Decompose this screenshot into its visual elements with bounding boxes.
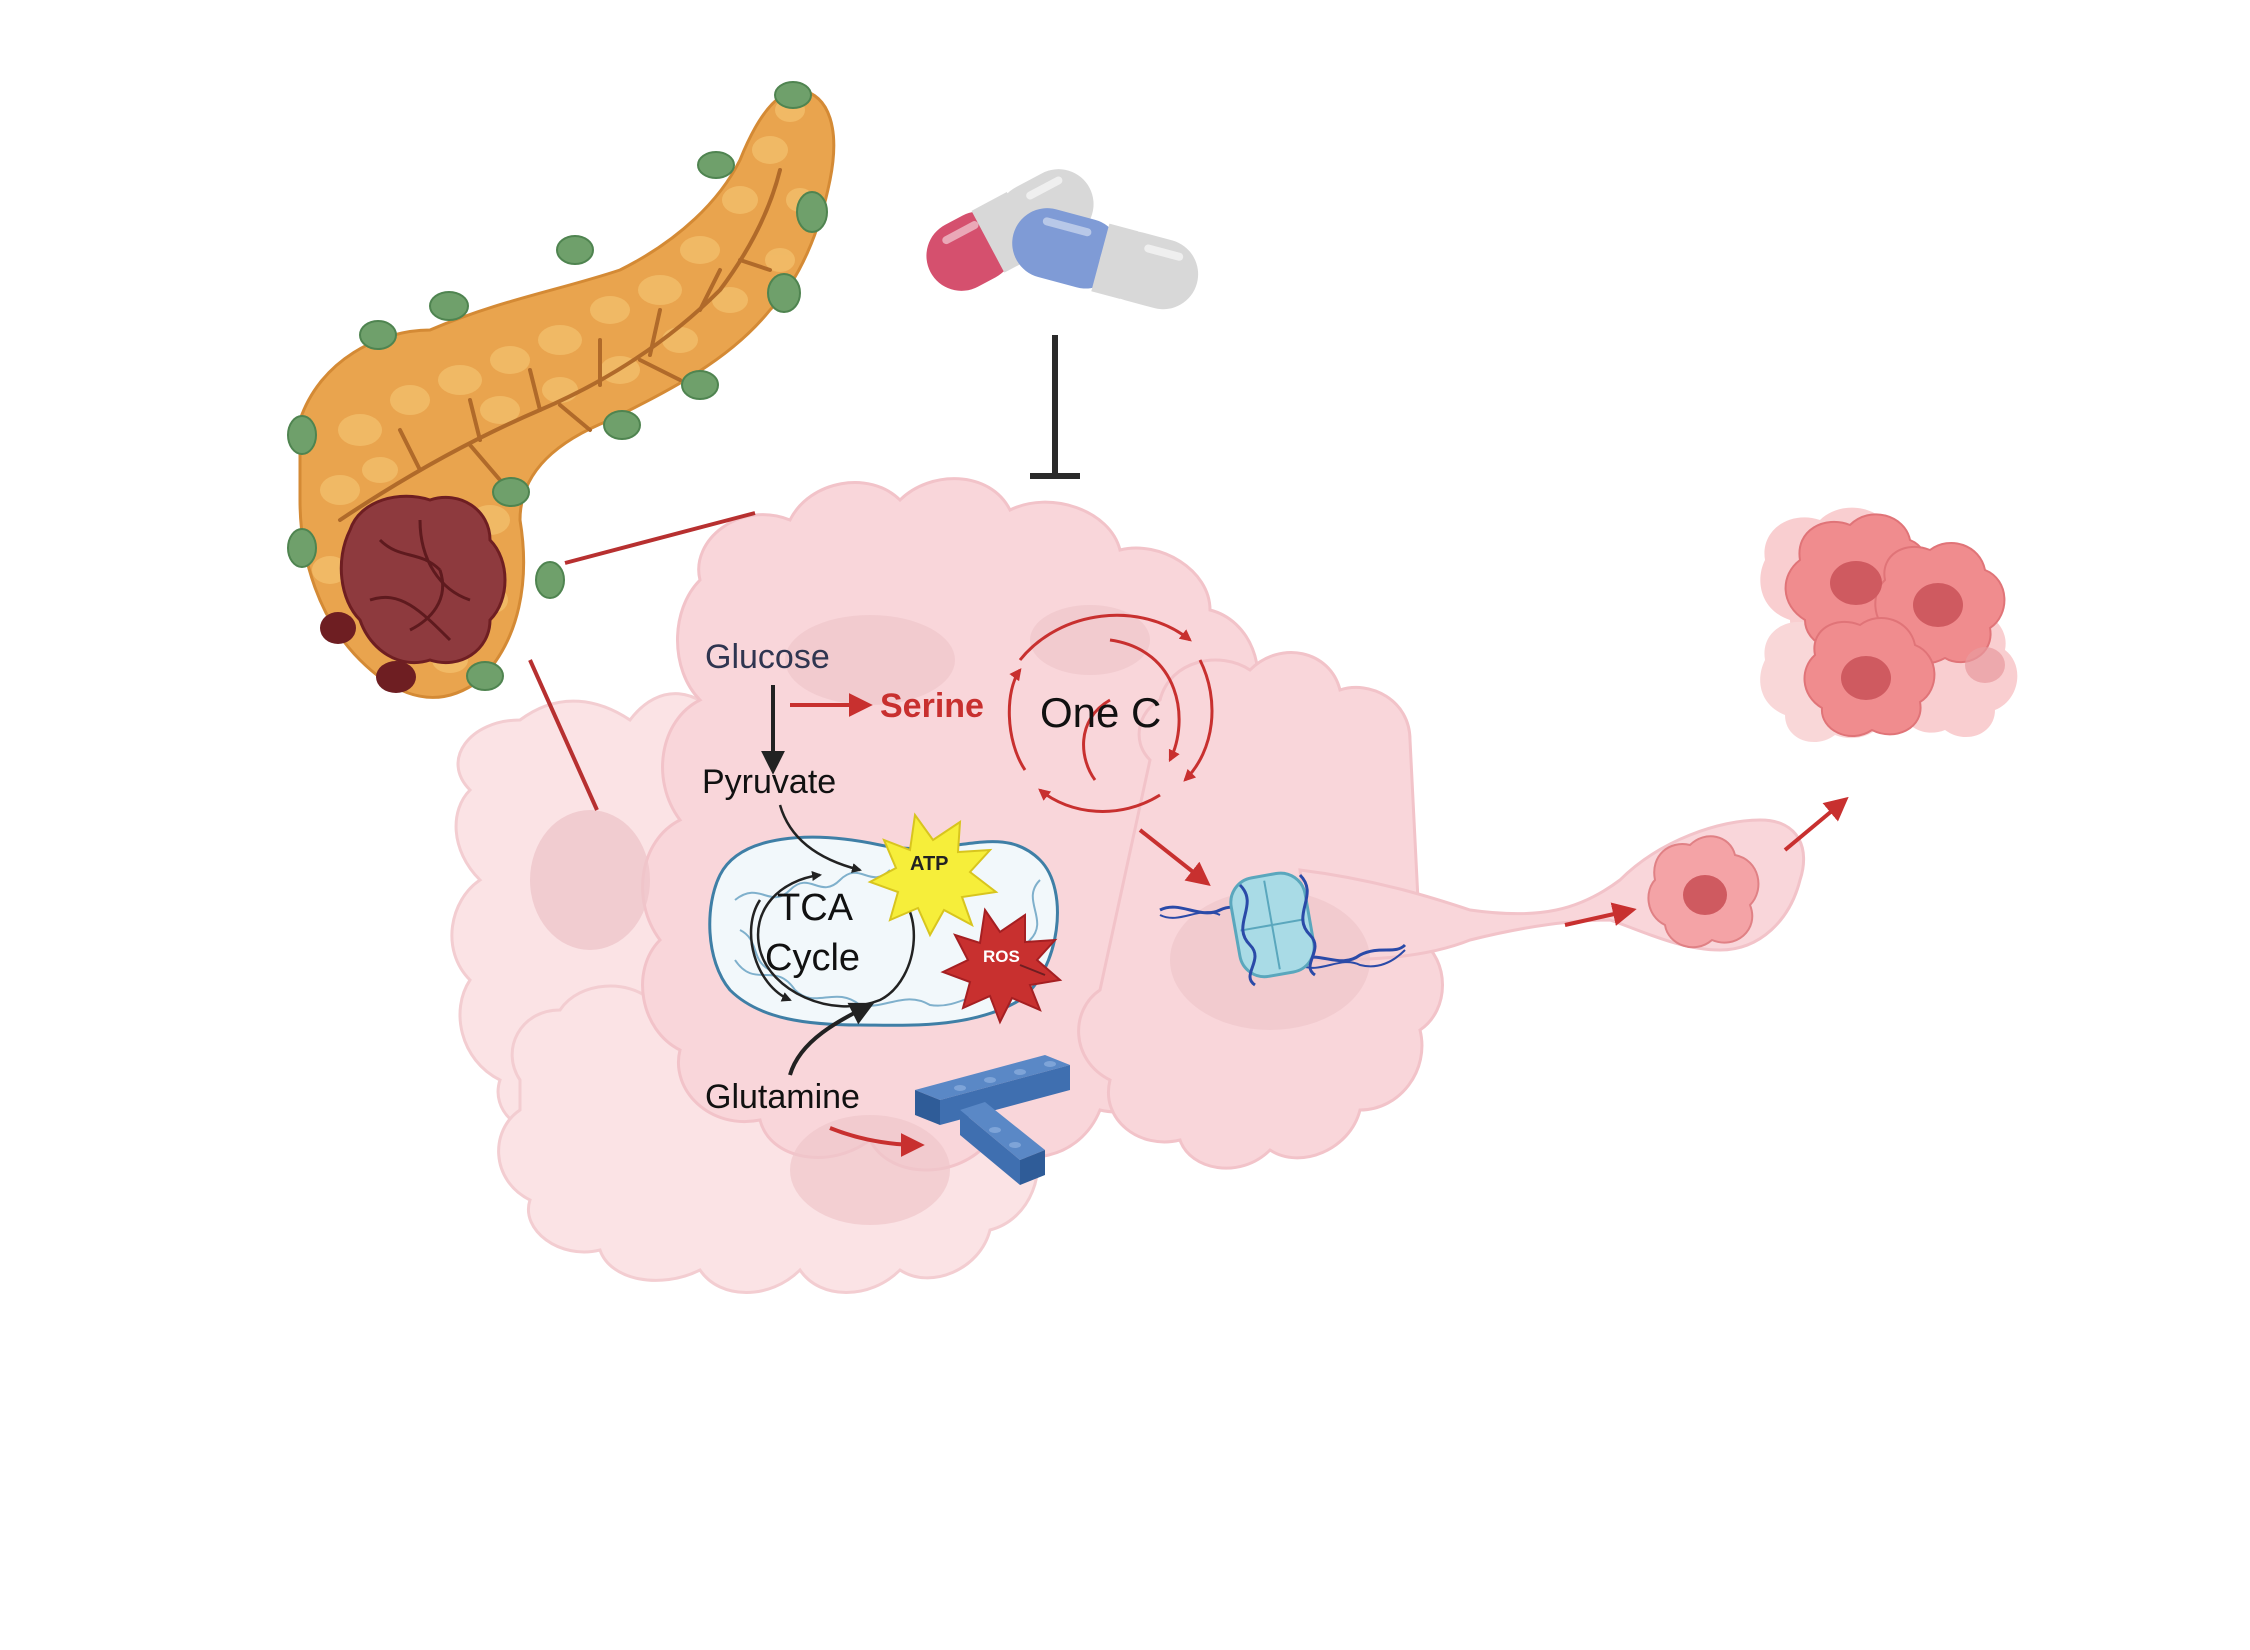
tca-cycle-loop	[756, 871, 915, 1008]
pancreas	[287, 81, 836, 699]
ros-pointer-line	[1019, 964, 1046, 976]
biomass-building-blocks-icon	[915, 1055, 1070, 1185]
ros-label: ROS	[983, 947, 1020, 966]
nucleosome-dna-icon	[1159, 871, 1407, 987]
capsule-blue	[1012, 208, 1199, 310]
tumor-nodule-2	[376, 661, 416, 693]
tumor-nodule-1	[320, 612, 356, 644]
atp-label: ATP	[910, 853, 949, 875]
glucose-label: Glucose	[705, 638, 830, 676]
inhibition-symbol	[1030, 335, 1080, 479]
islets-of-langerhans	[287, 81, 828, 691]
tumor-texture	[369, 519, 471, 642]
metastatic-nucleus	[1841, 656, 1891, 700]
tca-label-line1: TCA	[777, 887, 854, 929]
atp-burst: ATP	[867, 812, 999, 938]
pyruvate-to-tca-arrow	[778, 804, 862, 873]
tumor-cell-cluster	[450, 477, 1806, 1294]
tca-label-line2: Cycle	[765, 937, 860, 979]
nucleus-left	[530, 810, 650, 950]
one-c-label: One C	[1040, 689, 1161, 736]
migrating-cell	[1647, 835, 1760, 949]
metastatic-nucleus	[1913, 583, 1963, 627]
metastatic-nucleus	[1830, 561, 1882, 605]
nucleus-top	[785, 615, 955, 705]
glutamine-to-biomass-arrow	[829, 1126, 925, 1157]
tca-cycle-loop-inner	[749, 899, 792, 1002]
migration-arrow	[1783, 796, 1849, 852]
ros-star-icon	[940, 907, 1063, 1025]
serine-label: Serine	[880, 687, 984, 725]
pancreatic-tumor	[339, 494, 507, 665]
nucleus-bottom	[790, 1115, 950, 1225]
protrusion-arrow	[1564, 902, 1637, 927]
drug-capsules	[926, 169, 1199, 310]
metastatic-nucleus	[1965, 647, 2005, 683]
ros-burst: ROS	[940, 907, 1063, 1025]
nucleus-center-top	[1030, 605, 1150, 675]
pyruvate-label: Pyruvate	[702, 763, 836, 801]
metastatic-colony	[1760, 507, 2018, 743]
glutamine-to-tca-arrow	[788, 1002, 875, 1076]
pancreatic-duct	[338, 168, 782, 522]
zoom-connector-lines	[528, 511, 756, 811]
one-c-to-dna-arrow	[1138, 828, 1211, 886]
glutamine-label: Glutamine	[705, 1078, 860, 1116]
one-carbon-cycle	[1007, 613, 1214, 813]
atp-star-icon	[867, 812, 999, 938]
